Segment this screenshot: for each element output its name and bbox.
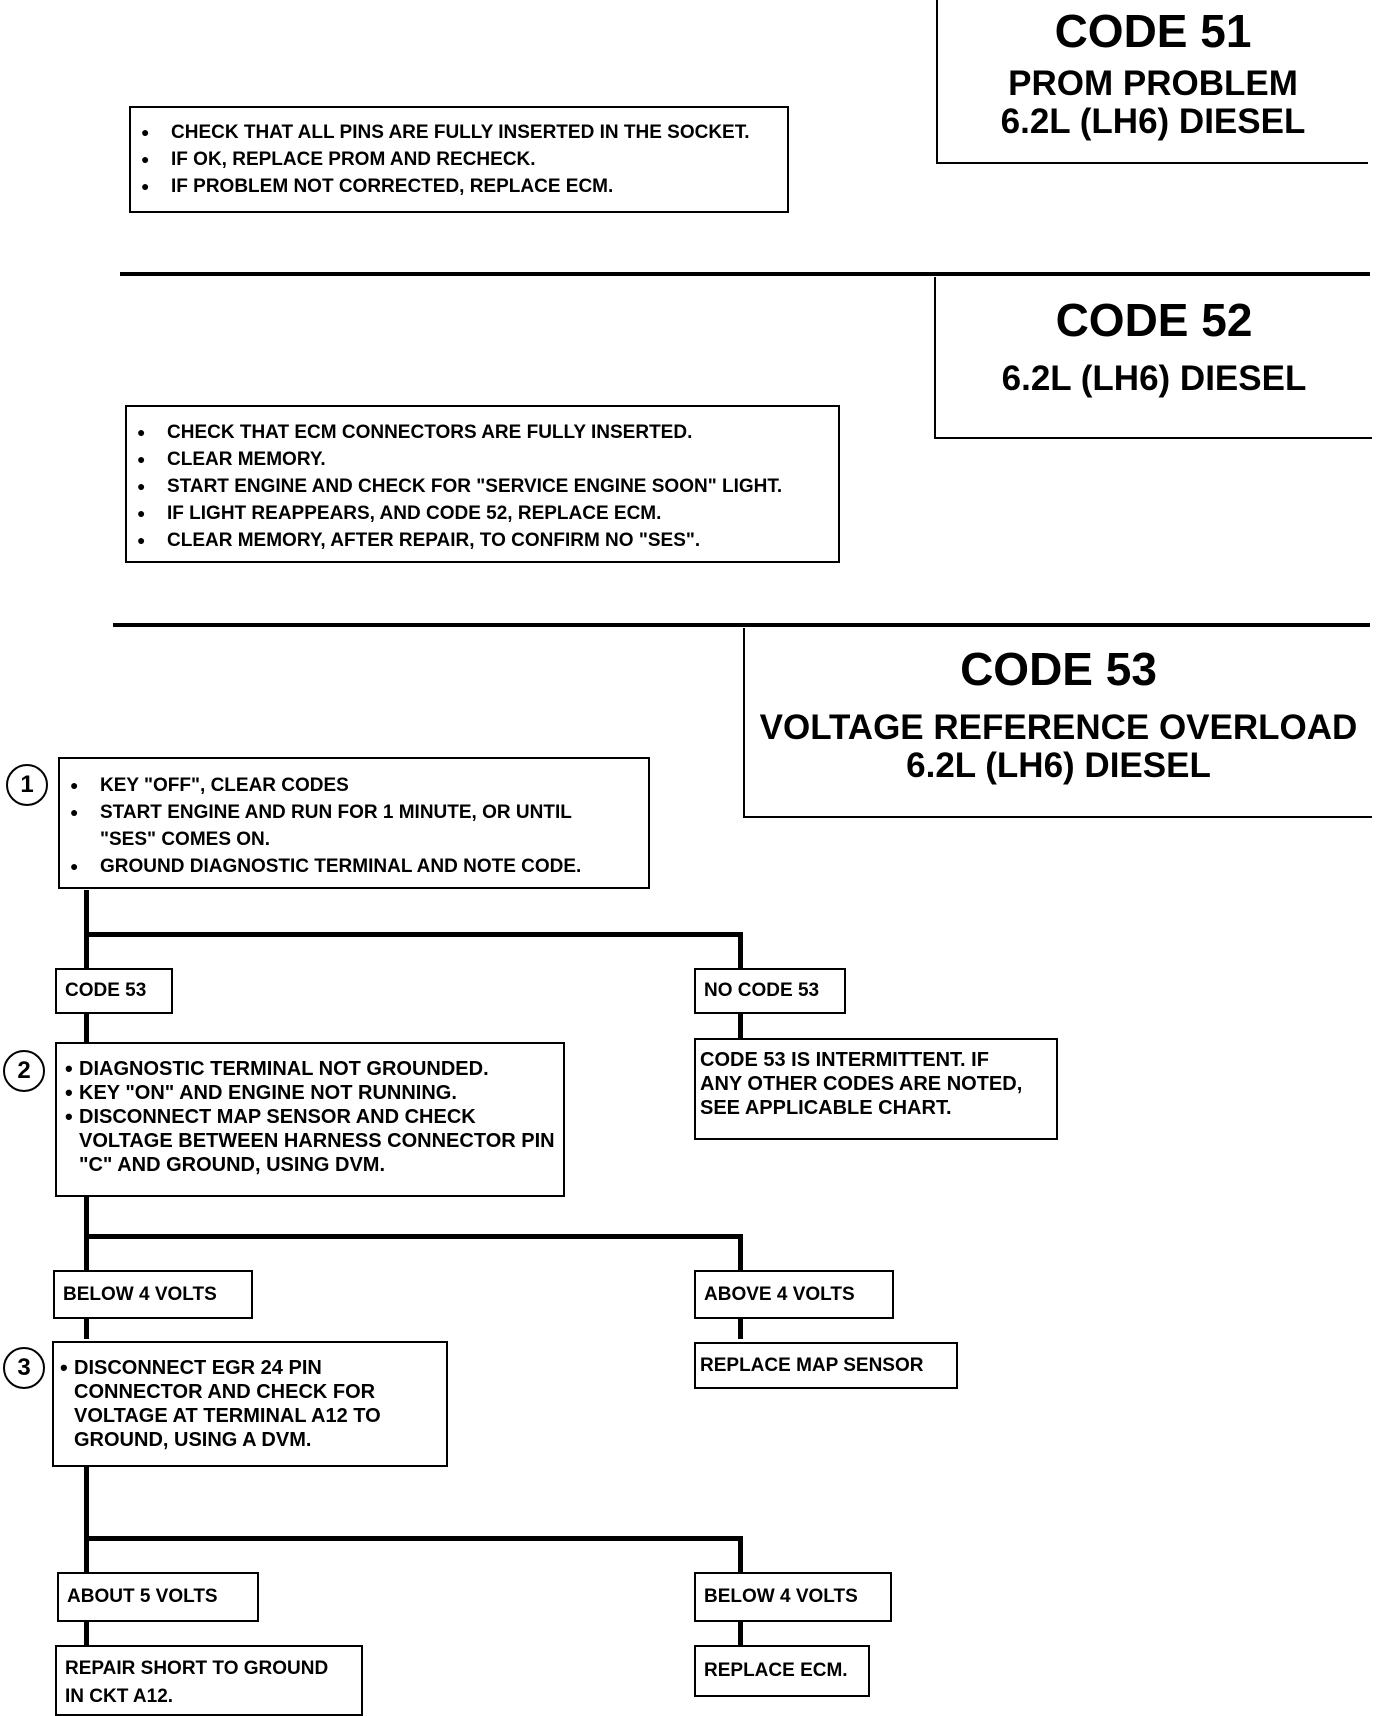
code51-step: IF OK, REPLACE PROM AND RECHECK. (131, 146, 787, 173)
repair-short-box: REPAIR SHORT TO GROUND IN CKT A12. (55, 1645, 363, 1716)
code52-step: CLEAR MEMORY, AFTER REPAIR, TO CONFIRM N… (127, 527, 838, 554)
connector-line (738, 1536, 743, 1574)
code52-step: CLEAR MEMORY. (127, 446, 838, 473)
code52-title: CODE 52 (1055, 294, 1253, 346)
code51-step: CHECK THAT ALL PINS ARE FULLY INSERTED I… (131, 119, 787, 146)
code53-subtitle-1: VOLTAGE REFERENCE OVERLOAD (759, 707, 1358, 747)
code52-steps-list: CHECK THAT ECM CONNECTORS ARE FULLY INSE… (127, 419, 838, 554)
step2-item: DIAGNOSTIC TERMINAL NOT GROUNDED. (65, 1057, 557, 1081)
code53-title: CODE 53 (960, 643, 1157, 695)
code51-header: CODE 51 PROM PROBLEM 6.2L (LH6) DIESEL (936, 0, 1368, 164)
branch-above4-label: ABOVE 4 VOLTS (694, 1270, 894, 1319)
code53-header: CODE 53 VOLTAGE REFERENCE OVERLOAD 6.2L … (743, 628, 1372, 818)
branch-no-code53-label: NO CODE 53 (694, 968, 846, 1014)
connector-line (738, 932, 743, 970)
code52-step: CHECK THAT ECM CONNECTORS ARE FULLY INSE… (127, 419, 838, 446)
branch-below4-label: BELOW 4 VOLTS (53, 1270, 253, 1319)
connector-line (84, 1536, 743, 1541)
step3-box: DISCONNECT EGR 24 PIN CONNECTOR AND CHEC… (52, 1341, 448, 1467)
code52-steps-box: CHECK THAT ECM CONNECTORS ARE FULLY INSE… (125, 405, 840, 563)
step-number-1: 1 (6, 764, 48, 806)
code53-subtitle-2: 6.2L (LH6) DIESEL (906, 746, 1211, 786)
step3-list: DISCONNECT EGR 24 PIN CONNECTOR AND CHEC… (60, 1356, 440, 1452)
step2-list: DIAGNOSTIC TERMINAL NOT GROUNDED. KEY "O… (65, 1057, 557, 1177)
connector-line (84, 1464, 89, 1574)
branch-below4-ecm-label: BELOW 4 VOLTS (694, 1572, 892, 1622)
connector-line (738, 1012, 743, 1040)
connector-line (84, 1012, 89, 1044)
step2-item: KEY "ON" AND ENGINE NOT RUNNING. (65, 1081, 557, 1105)
connector-line (84, 1234, 743, 1239)
code52-header: CODE 52 6.2L (LH6) DIESEL (934, 277, 1372, 439)
step-number-2: 2 (3, 1050, 45, 1092)
no-code53-result-box: CODE 53 IS INTERMITTENT. IF ANY OTHER CO… (694, 1038, 1058, 1140)
code52-subtitle-1: 6.2L (LH6) DIESEL (1001, 358, 1307, 398)
code51-subtitle-2: 6.2L (LH6) DIESEL (1000, 102, 1306, 142)
step1-item: GROUND DIAGNOSTIC TERMINAL AND NOTE CODE… (60, 853, 648, 880)
code51-steps-box: CHECK THAT ALL PINS ARE FULLY INSERTED I… (129, 106, 789, 213)
branch-code53-label: CODE 53 (55, 968, 173, 1014)
step1-item: START ENGINE AND RUN FOR 1 MINUTE, OR UN… (60, 799, 648, 826)
step-number-3: 3 (3, 1347, 45, 1389)
code52-step: START ENGINE AND CHECK FOR "SERVICE ENGI… (127, 473, 838, 500)
step1-list: KEY "OFF", CLEAR CODES START ENGINE AND … (60, 772, 648, 880)
step2-box: DIAGNOSTIC TERMINAL NOT GROUNDED. KEY "O… (55, 1042, 565, 1197)
section-divider (113, 623, 1370, 627)
code51-title: CODE 51 (1054, 5, 1252, 57)
step1-item: KEY "OFF", CLEAR CODES (60, 772, 648, 799)
connector-line (84, 932, 743, 937)
step2-item: DISCONNECT MAP SENSOR AND CHECK VOLTAGE … (65, 1105, 557, 1177)
section-divider (120, 272, 1370, 276)
code51-step: IF PROBLEM NOT CORRECTED, REPLACE ECM. (131, 173, 787, 200)
connector-line (738, 1317, 743, 1339)
replace-ecm-box: REPLACE ECM. (694, 1645, 870, 1697)
code51-subtitle-1: PROM PROBLEM (1008, 63, 1298, 103)
connector-line (84, 1317, 89, 1339)
code52-step: IF LIGHT REAPPEARS, AND CODE 52, REPLACE… (127, 500, 838, 527)
replace-map-sensor-box: REPLACE MAP SENSOR (694, 1342, 958, 1389)
connector-line (84, 890, 89, 970)
connector-line (738, 1620, 743, 1646)
connector-line (738, 1234, 743, 1271)
code51-steps-list: CHECK THAT ALL PINS ARE FULLY INSERTED I… (131, 119, 787, 200)
step3-item: DISCONNECT EGR 24 PIN CONNECTOR AND CHEC… (60, 1356, 440, 1452)
step1-item-continuation: "SES" COMES ON. (100, 829, 271, 850)
branch-about5-label: ABOUT 5 VOLTS (57, 1572, 259, 1622)
connector-line (84, 1620, 89, 1646)
step1-box: KEY "OFF", CLEAR CODES START ENGINE AND … (58, 757, 650, 889)
